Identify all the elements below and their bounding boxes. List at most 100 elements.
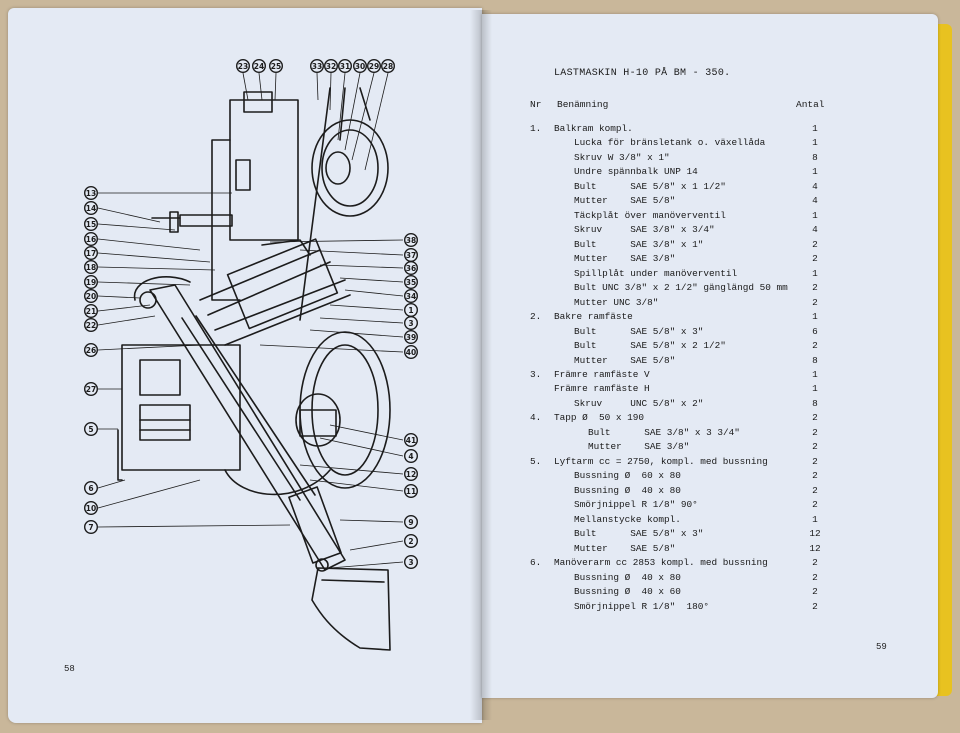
svg-text:41: 41	[406, 436, 416, 445]
row-quantity: 2	[812, 296, 818, 308]
svg-text:36: 36	[406, 264, 416, 273]
row-quantity: 2	[812, 499, 818, 511]
parts-row: Bussning Ø 40 x 80 2	[0, 572, 960, 586]
row-name: Mutter SAE 3/8"	[588, 441, 690, 453]
parts-row: Bult SAE 5/8" x 3"12	[0, 528, 960, 542]
row-name: Mutter SAE 5/8"	[574, 354, 676, 366]
callout-number: 5	[83, 422, 98, 437]
parts-row: 6. Manöverarm cc 2853 kompl. med bussning…	[0, 557, 960, 571]
row-quantity: 2	[812, 253, 818, 265]
callout-number: 23	[235, 59, 250, 74]
row-name: Mutter SAE 5/8"	[574, 542, 676, 554]
callout-number: 17	[83, 245, 98, 260]
row-name: Bult SAE 5/8" x 2 1/2"	[574, 340, 726, 352]
parts-row: Mutter UNC 3/8"2	[0, 297, 960, 311]
right-page	[482, 14, 938, 698]
left-page-number: 58	[64, 664, 75, 674]
svg-text:25: 25	[271, 62, 281, 71]
row-quantity: 2	[812, 470, 818, 482]
parts-row: Skruv UNC 5/8" x 2"8	[0, 398, 960, 412]
parts-row: Bult SAE 3/8" x 1" 2	[0, 239, 960, 253]
svg-text:15: 15	[86, 220, 96, 229]
svg-text:2: 2	[408, 537, 413, 546]
svg-text:1: 1	[408, 306, 413, 315]
svg-text:32: 32	[326, 62, 336, 71]
parts-row: Skruv SAE 3/8" x 3/4"4	[0, 224, 960, 238]
row-quantity: 2	[812, 586, 818, 598]
row-name: Mutter SAE 5/8"	[574, 195, 676, 207]
svg-text:7: 7	[88, 523, 93, 532]
row-name: Manöverarm cc 2853 kompl. med bussning	[554, 557, 768, 569]
row-name: Tapp Ø 50 x 190	[554, 412, 645, 424]
row-name: Bult SAE 3/8" x 3 3/4"	[588, 426, 740, 438]
row-name: Undre spännbalk UNP 14	[574, 166, 698, 178]
callout-number: 33	[310, 59, 325, 74]
row-name: Täckplåt över manöverventil	[574, 209, 726, 221]
callout-number: 25	[269, 59, 284, 74]
rear-wheel-top	[311, 119, 389, 217]
parts-row: Mutter SAE 5/8" 4	[0, 195, 960, 209]
callout-number: 34	[404, 289, 419, 304]
callout-number: 18	[83, 260, 98, 275]
callout-number: 31	[338, 59, 353, 74]
svg-text:37: 37	[406, 251, 416, 260]
row-number: 6.	[530, 557, 542, 569]
row-quantity: 2	[812, 238, 818, 250]
parts-row: Mellanstycke kompl.1	[0, 514, 960, 528]
callout-number: 2	[404, 534, 419, 549]
callout-number: 27	[83, 382, 98, 397]
left-page	[8, 8, 482, 723]
row-quantity: 2	[812, 600, 818, 612]
row-name: Bussning Ø 40 x 80	[574, 484, 681, 496]
row-name: Skruv UNC 5/8" x 2"	[574, 397, 704, 409]
row-name: Smörjnippel R 1/8" 90°	[574, 499, 698, 511]
row-name: Bult SAE 5/8" x 3"	[574, 325, 704, 337]
parts-row: Mutter SAE 5/8"8	[0, 355, 960, 369]
svg-text:30: 30	[355, 62, 365, 71]
row-quantity: 2	[812, 340, 818, 352]
callout-number: 24	[251, 59, 266, 74]
svg-text:21: 21	[86, 307, 96, 316]
row-name: Bussning Ø 40 x 80	[574, 571, 681, 583]
book-gutter	[470, 10, 492, 720]
row-quantity: 2	[812, 412, 818, 424]
row-quantity: 2	[812, 571, 818, 583]
callout-number: 3	[404, 316, 419, 331]
callout-number: 19	[83, 275, 98, 290]
svg-text:14: 14	[86, 204, 96, 213]
callout-number: 30	[353, 59, 368, 74]
svg-text:12: 12	[406, 470, 416, 479]
svg-text:29: 29	[369, 62, 379, 71]
svg-text:10: 10	[86, 504, 96, 513]
svg-text:5: 5	[88, 425, 93, 434]
callout-number: 20	[83, 289, 98, 304]
row-name: Främre ramfäste H	[554, 383, 650, 395]
row-quantity: 1	[812, 166, 818, 178]
callout-number: 15	[83, 216, 98, 231]
callout-number: 3	[404, 555, 419, 570]
callout-number: 39	[404, 330, 419, 345]
row-quantity: 2	[812, 484, 818, 496]
row-name: Bult SAE 3/8" x 1"	[574, 238, 704, 250]
row-name: Mutter SAE 3/8"	[574, 253, 676, 265]
callout-number: 35	[404, 275, 419, 290]
row-quantity: 1	[812, 311, 818, 323]
row-number: 3.	[530, 368, 542, 380]
svg-text:27: 27	[86, 385, 96, 394]
row-quantity: 4	[812, 195, 818, 207]
svg-text:9: 9	[408, 518, 413, 527]
row-quantity: 1	[812, 267, 818, 279]
callout-number: 32	[324, 59, 339, 74]
parts-list-title: LASTMASKIN H-10 PÅ BM - 350.	[554, 68, 731, 79]
row-name: Bakre ramfäste	[554, 311, 633, 323]
row-quantity: 2	[812, 426, 818, 438]
header-nr: Nr	[530, 99, 542, 110]
row-quantity: 1	[812, 137, 818, 149]
callout-number: 10	[83, 501, 98, 516]
row-name: Skruv SAE 3/8" x 3/4"	[574, 224, 715, 236]
